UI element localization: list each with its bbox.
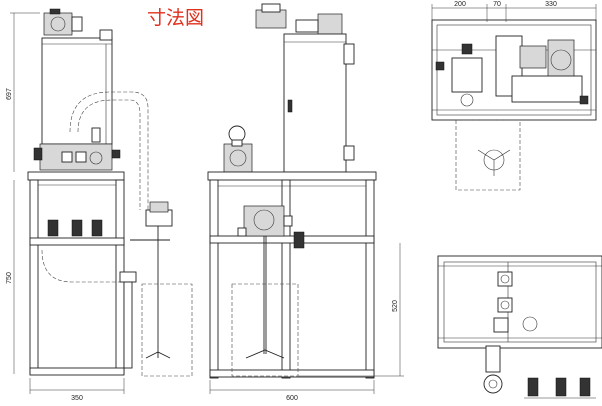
- front-height-frame-label: 750: [6, 272, 13, 284]
- side-tank-depth-label: 520: [392, 300, 399, 312]
- side-view: 520 600: [207, 3, 404, 402]
- front-height-total-label: 697: [6, 88, 13, 100]
- front-view: 697 750 350: [6, 8, 193, 402]
- drawing-title: 寸法図: [147, 7, 204, 29]
- section-view: [437, 255, 602, 399]
- top-seg-b-label: 70: [493, 1, 501, 8]
- top-view: 200 70 330: [431, 1, 597, 191]
- side-width-label: 600: [286, 395, 298, 402]
- top-seg-c-label: 330: [545, 1, 557, 8]
- front-width-label: 350: [71, 395, 83, 402]
- top-seg-a-label: 200: [454, 1, 466, 8]
